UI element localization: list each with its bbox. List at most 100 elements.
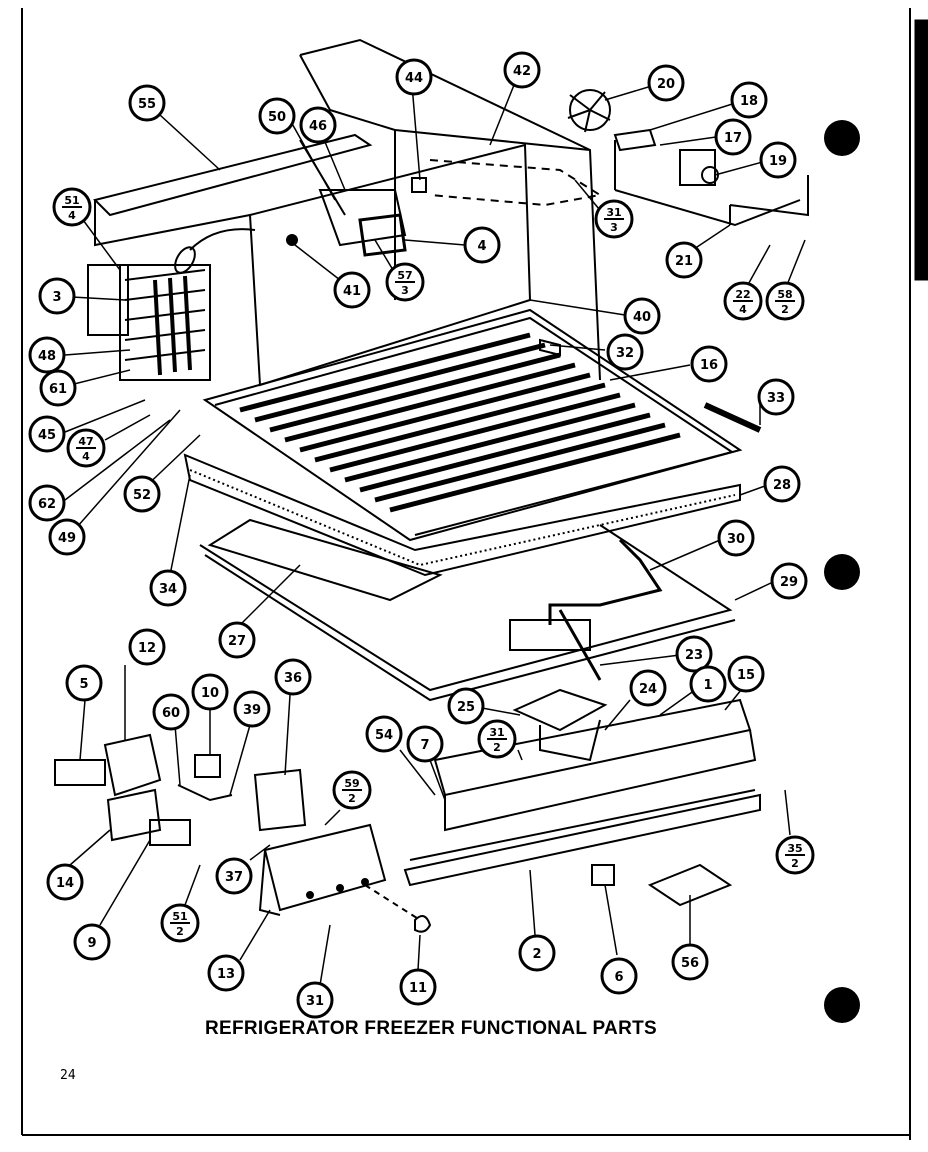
callout: 49	[48, 518, 86, 556]
callout-number: 39	[243, 703, 261, 718]
callout-number: 55	[138, 97, 156, 112]
callout-number: 59	[344, 777, 359, 790]
callout: 19	[759, 141, 797, 179]
front-plate	[433, 698, 757, 832]
callout-number: 24	[639, 682, 657, 697]
rail	[703, 402, 762, 433]
callout-number: 48	[38, 349, 56, 364]
binding-hole	[824, 554, 860, 590]
callout: 4	[463, 226, 501, 264]
callout: 33	[757, 378, 795, 416]
knob	[414, 915, 432, 933]
callout: 10	[191, 673, 229, 711]
callout-number: 22	[735, 288, 750, 301]
callout-number: 10	[201, 686, 219, 701]
callout: 11	[399, 968, 437, 1006]
divider-seal	[207, 518, 443, 602]
callout: 55	[128, 84, 166, 122]
callout-number: 36	[284, 671, 302, 686]
callout-number: 9	[87, 936, 96, 951]
callout: 6	[600, 957, 638, 995]
callout-number: 12	[138, 641, 156, 656]
binding-hole	[824, 987, 860, 1023]
callout: 36	[274, 658, 312, 696]
callout: 32	[606, 333, 644, 371]
callout-quantity: 3	[401, 284, 409, 297]
callout-number: 58	[777, 288, 792, 301]
thermostat-clip	[411, 177, 427, 193]
callout-fraction: 474	[66, 428, 106, 468]
callout: 39	[233, 690, 271, 728]
callout-number: 60	[162, 706, 180, 721]
callout-number: 42	[513, 64, 531, 79]
callout-fraction: 582	[765, 281, 805, 321]
callout-number: 2	[532, 947, 541, 962]
callout-fraction: 573	[385, 262, 425, 302]
callout-number: 16	[700, 358, 718, 373]
callout: 17	[714, 118, 752, 156]
callout-number: 17	[724, 131, 742, 146]
callout-quantity: 4	[82, 450, 90, 463]
callout-quantity: 2	[781, 303, 789, 316]
page-frame	[21, 8, 928, 1140]
callout: 27	[218, 621, 256, 659]
callout: 24	[629, 669, 667, 707]
bottom-channel	[403, 789, 761, 887]
callout-quantity: 2	[493, 741, 501, 754]
callout: 9	[73, 923, 111, 961]
page-number: 24	[60, 1068, 76, 1083]
callout-number: 51	[172, 910, 187, 923]
callout: 5	[65, 664, 103, 702]
callout: 29	[770, 562, 808, 600]
callout: 20	[647, 64, 685, 102]
valve	[194, 754, 221, 778]
callout-number: 7	[420, 738, 429, 753]
callout-fraction: 312	[477, 719, 517, 759]
diagram-title: REFRIGERATOR FREEZER FUNCTIONAL PARTS	[205, 1018, 657, 1039]
callout: 15	[727, 655, 765, 693]
callout: 40	[623, 297, 661, 335]
callout-number: 31	[606, 206, 621, 219]
callout: 46	[299, 106, 337, 144]
callout-fraction: 313	[594, 199, 634, 239]
callout: 56	[671, 943, 709, 981]
callout-number: 33	[767, 391, 785, 406]
callout-number: 32	[616, 346, 634, 361]
callout-number: 54	[375, 728, 393, 743]
callout-number: 50	[268, 110, 286, 125]
fan-assembly	[567, 89, 809, 227]
callout-number: 52	[133, 488, 151, 503]
callout-number: 47	[78, 435, 93, 448]
fastener	[286, 234, 298, 246]
callout: 30	[717, 519, 755, 557]
callout: 41	[333, 271, 371, 309]
relay-box	[103, 733, 162, 797]
light-cover	[512, 688, 608, 732]
callout-number: 23	[685, 648, 703, 663]
callout: 7	[406, 725, 444, 763]
callout: 34	[149, 569, 187, 607]
callout-fraction: 224	[723, 281, 763, 321]
callout-fraction: 512	[160, 903, 200, 943]
callout: 2	[518, 934, 556, 972]
callout-number: 49	[58, 531, 76, 546]
callout-number: 1	[703, 678, 712, 693]
callout-number: 56	[681, 956, 699, 971]
callout-number: 34	[159, 582, 177, 597]
leader-lines	[64, 69, 806, 986]
terminal-block	[106, 788, 162, 842]
evaporator-cover	[93, 133, 373, 217]
callout-number: 20	[657, 77, 675, 92]
parts-drawing	[54, 38, 809, 986]
callout-quantity: 4	[739, 303, 747, 316]
callout: 62	[28, 484, 66, 522]
callout-number: 18	[740, 94, 758, 109]
switch-body	[149, 819, 191, 846]
callout: 31	[296, 981, 334, 1019]
callout-fraction: 514	[52, 187, 92, 227]
callout-number: 15	[737, 668, 755, 683]
callout-number: 41	[343, 284, 361, 299]
callout-number: 4	[477, 239, 486, 254]
callout: 14	[46, 863, 84, 901]
